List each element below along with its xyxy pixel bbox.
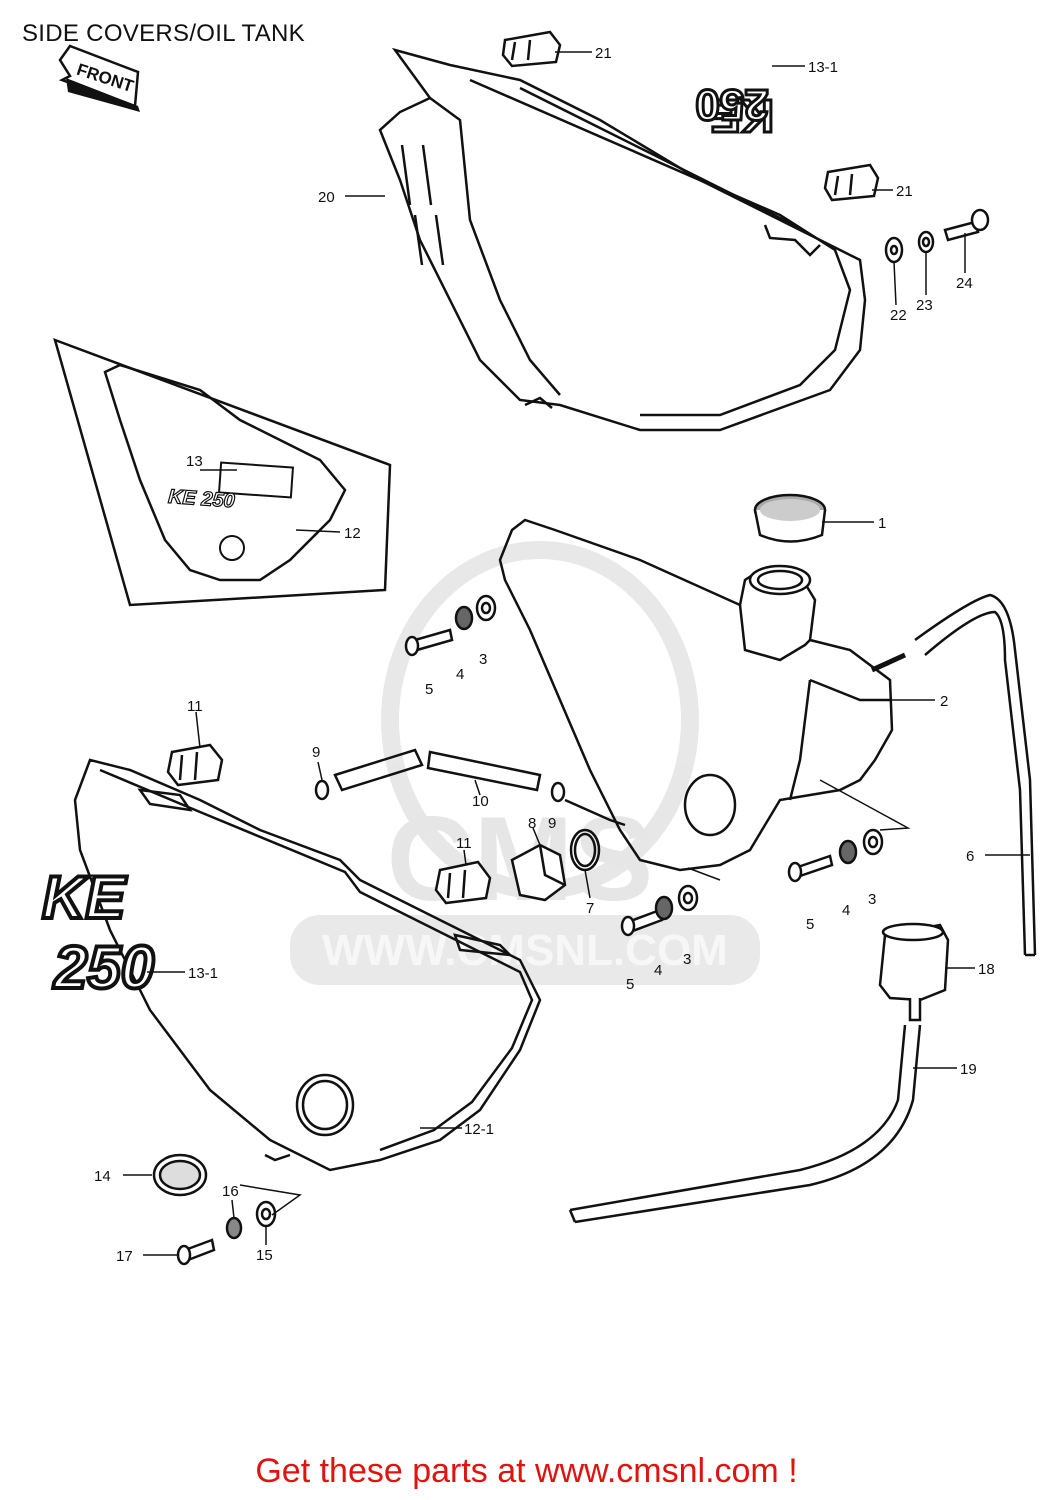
left-emblem-top: KE (42, 864, 127, 931)
callout-12: 12 (344, 525, 361, 542)
washer-15 (255, 1200, 277, 1228)
bolt-washer-set-upper (404, 594, 497, 657)
callout-4c: 4 (654, 962, 662, 979)
grommet-21-mid (823, 163, 880, 202)
callouts: 1 2 3 3 3 4 4 4 5 5 5 6 7 8 9 9 10 11 11… (94, 45, 995, 1265)
hose-6 (914, 593, 1037, 957)
callout-18: 18 (978, 961, 995, 978)
bolt-17 (176, 1238, 216, 1266)
callout-5c: 5 (626, 976, 634, 993)
washer-23 (917, 230, 935, 254)
footer-parts-link[interactable]: Get these parts at www.cmsnl.com ! (255, 1452, 798, 1490)
bolt-24 (943, 208, 990, 242)
oil-tank-2 (498, 518, 907, 872)
callout-4a: 4 (456, 666, 464, 683)
callout-14: 14 (94, 1168, 111, 1185)
pipe-10-left (333, 748, 424, 792)
callout-11b: 11 (456, 835, 472, 852)
callout-20: 20 (318, 189, 335, 206)
watermark: CMS WWW.CMSNL.COM (290, 541, 760, 985)
callout-9b: 9 (548, 815, 556, 832)
callout-1: 1 (878, 515, 886, 532)
small-side-cover-box: KE 250 (53, 337, 392, 607)
grommet-11-top (166, 743, 224, 787)
callout-23: 23 (916, 297, 933, 314)
callout-9a: 9 (312, 744, 320, 761)
callout-5b: 5 (806, 916, 814, 933)
callout-3c: 3 (683, 951, 691, 968)
small-emblem-text: KE 250 (167, 486, 235, 513)
callout-5a: 5 (425, 681, 433, 698)
svg-text:250: 250 (695, 80, 768, 129)
page-title: SIDE COVERS/OIL TANK (22, 20, 305, 47)
callout-19: 19 (960, 1061, 977, 1078)
parts-diagram: CMS WWW.CMSNL.COM FRONT KE 250 (40, 30, 1037, 1266)
callout-17: 17 (116, 1248, 133, 1265)
pipe-10 (426, 750, 542, 792)
grommet-11-bottom (434, 860, 492, 905)
callout-16: 16 (222, 1183, 239, 1200)
callout-13-1b: 13-1 (188, 965, 218, 982)
callout-8: 8 (528, 815, 536, 832)
oil-cap-1 (753, 493, 827, 543)
reservoir-18 (878, 922, 950, 1022)
bolt-washer-set-lower (620, 884, 699, 937)
grommet-14 (152, 1153, 208, 1197)
clip-9-left (314, 779, 330, 801)
left-side-cover-12-1 (73, 758, 542, 1172)
callout-15: 15 (256, 1247, 273, 1264)
svg-text:KE: KE (710, 90, 774, 142)
washer-16 (225, 1216, 243, 1240)
hose-19 (568, 1024, 922, 1224)
callout-6: 6 (966, 848, 974, 865)
callout-24: 24 (956, 275, 973, 292)
callout-11a: 11 (187, 698, 203, 715)
callout-21a: 21 (595, 45, 612, 62)
callout-7: 7 (586, 900, 594, 917)
callout-21b: 21 (896, 183, 913, 200)
callout-3b: 3 (868, 891, 876, 908)
watermark-url: WWW.CMSNL.COM (322, 926, 728, 975)
callout-12-1: 12-1 (464, 1121, 494, 1138)
right-side-cover-inner (378, 47, 867, 432)
emblem-13-1-top: KE 250 (694, 79, 776, 144)
callout-13-1a: 13-1 (808, 59, 838, 76)
front-arrow: FRONT (58, 44, 140, 112)
grommet-21-top (501, 30, 562, 68)
callout-2: 2 (940, 693, 948, 710)
callout-10: 10 (472, 793, 489, 810)
left-emblem-bottom: 250 (53, 934, 154, 1001)
callout-22: 22 (890, 307, 907, 324)
leader-lines (123, 51, 1030, 1256)
callout-4b: 4 (842, 902, 850, 919)
left-cover-emblem: KE 250 (40, 862, 156, 1003)
washer-22 (884, 236, 904, 264)
callout-13: 13 (186, 453, 203, 470)
bolt-washer-set-right (787, 828, 884, 883)
callout-3a: 3 (479, 651, 487, 668)
clip-9-right (550, 781, 626, 827)
